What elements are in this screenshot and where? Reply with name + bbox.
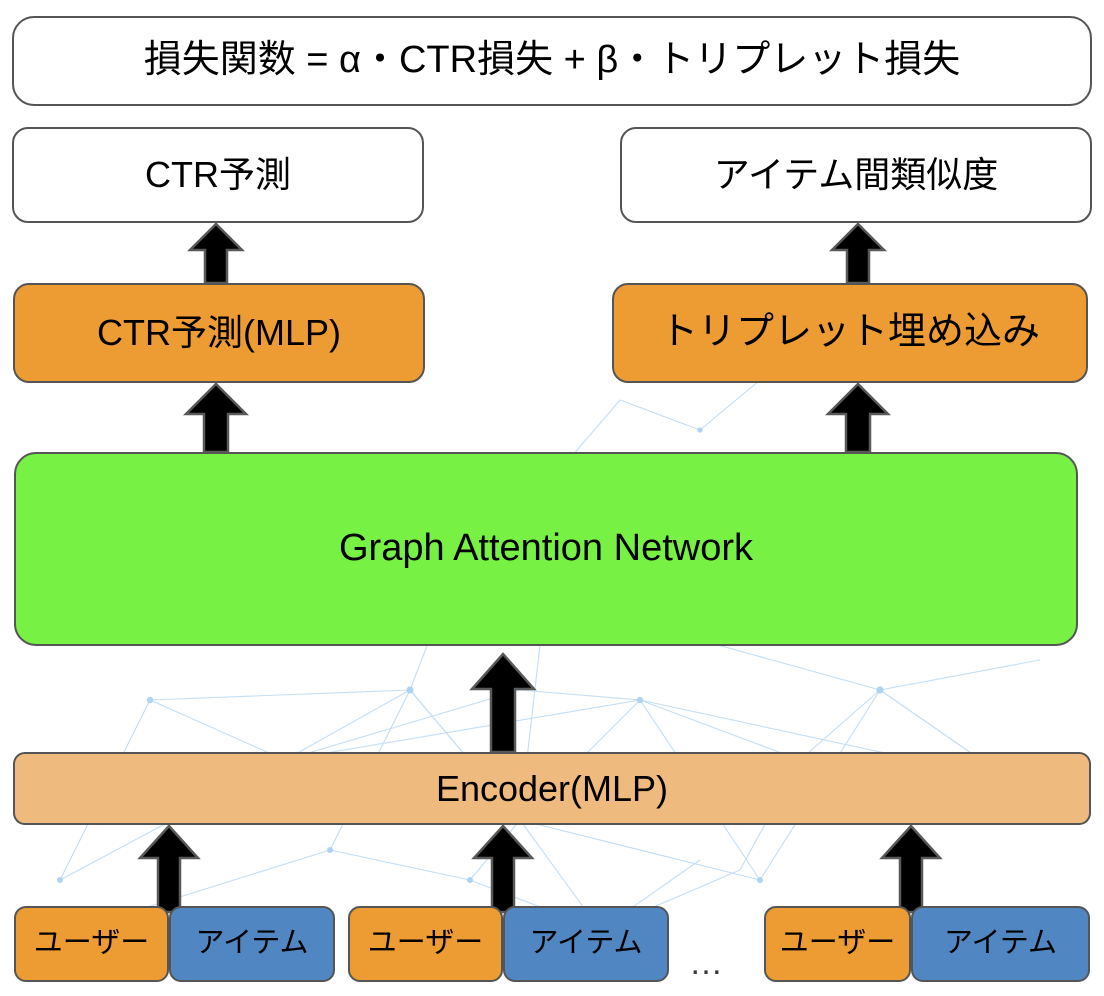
- output-box-item-similarity-label: アイテム間類似度: [713, 154, 999, 196]
- head-box-triplet-embedding-label: トリプレット埋め込み: [659, 311, 1040, 354]
- input-pair-3-item: アイテム: [911, 906, 1090, 982]
- encoder-box-mlp: Encoder(MLP): [13, 752, 1091, 825]
- input-pair-1-user-label: ユーザー: [33, 927, 150, 960]
- encoder-box-label: Encoder(MLP): [435, 767, 669, 809]
- loss-function-box: 損失関数 = α・CTR損失 + β・トリプレット損失: [12, 16, 1092, 106]
- loss-function-label: 損失関数 = α・CTR損失 + β・トリプレット損失: [143, 39, 961, 82]
- output-box-ctr-prediction-label: CTR予測: [145, 154, 291, 196]
- arrow-pair2-to-encoder: [471, 824, 535, 914]
- arrow-encoder-to-gat: [469, 652, 537, 754]
- output-box-ctr-prediction: CTR予測: [12, 127, 424, 223]
- input-pair-3-user-label: ユーザー: [779, 927, 896, 960]
- head-box-triplet-embedding: トリプレット埋め込み: [612, 283, 1088, 383]
- arrow-pair1-to-encoder: [137, 824, 201, 914]
- input-pair-3-user: ユーザー: [764, 906, 911, 982]
- input-pair-3-item-label: アイテム: [943, 927, 1058, 960]
- arrow-gat-to-triplet: [824, 382, 892, 454]
- backbone-box-label: Graph Attention Network: [339, 527, 753, 570]
- output-box-item-similarity: アイテム間類似度: [620, 127, 1092, 223]
- backbone-box-graph-attention-network: Graph Attention Network: [14, 452, 1078, 646]
- input-pair-1-item-label: アイテム: [195, 927, 309, 960]
- input-pair-2-user: ユーザー: [348, 906, 503, 982]
- input-pair-2-item-label: アイテム: [529, 927, 643, 960]
- head-box-ctr-mlp-label: CTR予測(MLP): [97, 312, 341, 354]
- input-pair-2-user-label: ユーザー: [367, 927, 484, 960]
- input-pair-2-item: アイテム: [503, 906, 669, 982]
- arrow-gat-to-ctrmlp: [182, 382, 250, 454]
- input-pair-1-user: ユーザー: [14, 906, 169, 982]
- arrow-ctrmlp-to-ctrpred: [186, 222, 246, 285]
- head-box-ctr-mlp: CTR予測(MLP): [13, 283, 425, 383]
- ellipsis-more-pairs: …: [689, 944, 726, 982]
- arrow-pair3-to-encoder: [879, 824, 943, 914]
- arrow-triplet-to-similarity: [828, 222, 888, 285]
- input-pair-1-item: アイテム: [169, 906, 335, 982]
